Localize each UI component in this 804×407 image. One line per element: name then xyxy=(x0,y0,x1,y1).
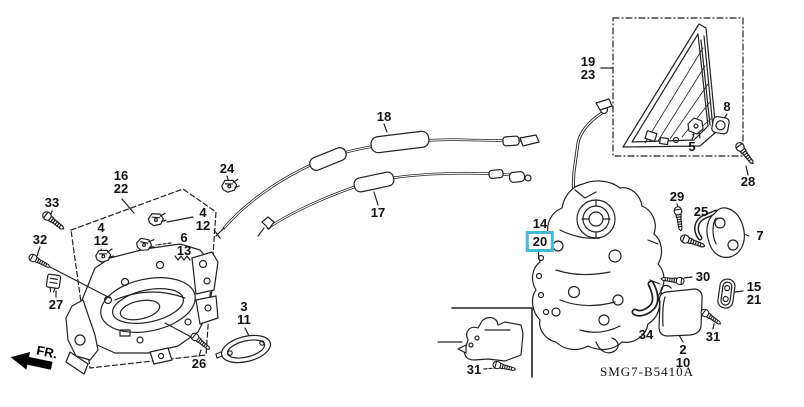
part-label-25[interactable]: 25 xyxy=(694,205,708,218)
part-label-20[interactable]: 20 xyxy=(525,231,555,252)
part-label-5[interactable]: 5 xyxy=(688,140,695,153)
part-number: 7 xyxy=(756,228,764,243)
grommet-8-drawing xyxy=(711,116,730,135)
part-number: 6 xyxy=(180,230,188,245)
cover-3-11-drawing xyxy=(215,334,272,364)
part-number: 23 xyxy=(580,67,596,82)
part-number: 31 xyxy=(705,329,721,344)
rod-guide-34-drawing xyxy=(631,280,659,317)
part-number: 27 xyxy=(48,297,64,312)
part-number: 28 xyxy=(740,174,756,189)
part-label-7[interactable]: 7 xyxy=(756,229,763,242)
base-housing-drawing xyxy=(65,243,219,375)
part-label-29[interactable]: 29 xyxy=(670,190,684,203)
part-label-18[interactable]: 18 xyxy=(377,110,391,123)
inset-box xyxy=(451,307,533,378)
cover-2-10-drawing xyxy=(658,284,703,337)
part-number: 18 xyxy=(376,109,392,124)
part-label-14[interactable]: 14 xyxy=(533,217,547,230)
part-number: 24 xyxy=(219,161,235,176)
part-number: 12 xyxy=(93,233,109,248)
part-number: 29 xyxy=(669,189,685,204)
cable-18-drawing xyxy=(213,130,540,239)
part-number: 11 xyxy=(237,312,251,327)
part-label-27[interactable]: 27 xyxy=(49,298,63,311)
part-label-31-right[interactable]: 31 xyxy=(706,330,720,343)
striker-7-drawing xyxy=(694,207,745,258)
gasket-15-21-drawing xyxy=(717,278,736,309)
part-number: 12 xyxy=(195,218,211,233)
part-label-8[interactable]: 8 xyxy=(723,100,730,113)
part-label-32[interactable]: 32 xyxy=(33,233,47,246)
part-number: 4 xyxy=(97,220,105,235)
part-number: 14 xyxy=(532,216,548,231)
switch-bracket-drawing xyxy=(457,316,524,362)
clip-5-drawing xyxy=(687,117,704,141)
part-label-24[interactable]: 24 xyxy=(220,162,234,175)
part-number: 31 xyxy=(466,362,482,377)
part-label-31-inset[interactable]: 31 xyxy=(467,363,481,376)
part-label-30[interactable]: 30 xyxy=(696,270,710,283)
part-number: 13 xyxy=(176,243,192,258)
part-number: 8 xyxy=(723,99,731,114)
part-number: 22 xyxy=(113,181,129,196)
part-label-34[interactable]: 34 xyxy=(639,328,653,341)
part-number: 19 xyxy=(580,54,596,69)
part-number: 17 xyxy=(370,205,386,220)
part-number: 4 xyxy=(199,205,207,220)
sash-19-23-drawing xyxy=(622,23,717,148)
part-number: 30 xyxy=(695,269,711,284)
part-number: 5 xyxy=(688,139,696,154)
part-label-26[interactable]: 26 xyxy=(192,357,206,370)
part-number: 2 xyxy=(679,342,687,357)
part-label-17[interactable]: 17 xyxy=(371,206,385,219)
part-number: 25 xyxy=(693,204,709,219)
diagram-code: SMG7-B5410A xyxy=(600,364,695,379)
grommet-27-drawing xyxy=(45,273,62,293)
part-number: 21 xyxy=(746,292,762,307)
cable-17-drawing xyxy=(257,168,532,237)
part-number: 3 xyxy=(240,299,248,314)
part-number: 15 xyxy=(746,279,762,294)
fr-label: FR. xyxy=(35,342,59,362)
part-number: 32 xyxy=(32,232,48,247)
part-number: 34 xyxy=(638,327,654,342)
part-number: 26 xyxy=(191,356,207,371)
sash-19-23-boundary xyxy=(612,17,744,157)
part-number: 10 xyxy=(675,355,691,370)
part-number: 20 xyxy=(532,234,548,249)
part-label-28[interactable]: 28 xyxy=(741,175,755,188)
part-number: 33 xyxy=(44,195,60,210)
part-number: 16 xyxy=(113,168,129,183)
part-label-33[interactable]: 33 xyxy=(45,196,59,209)
